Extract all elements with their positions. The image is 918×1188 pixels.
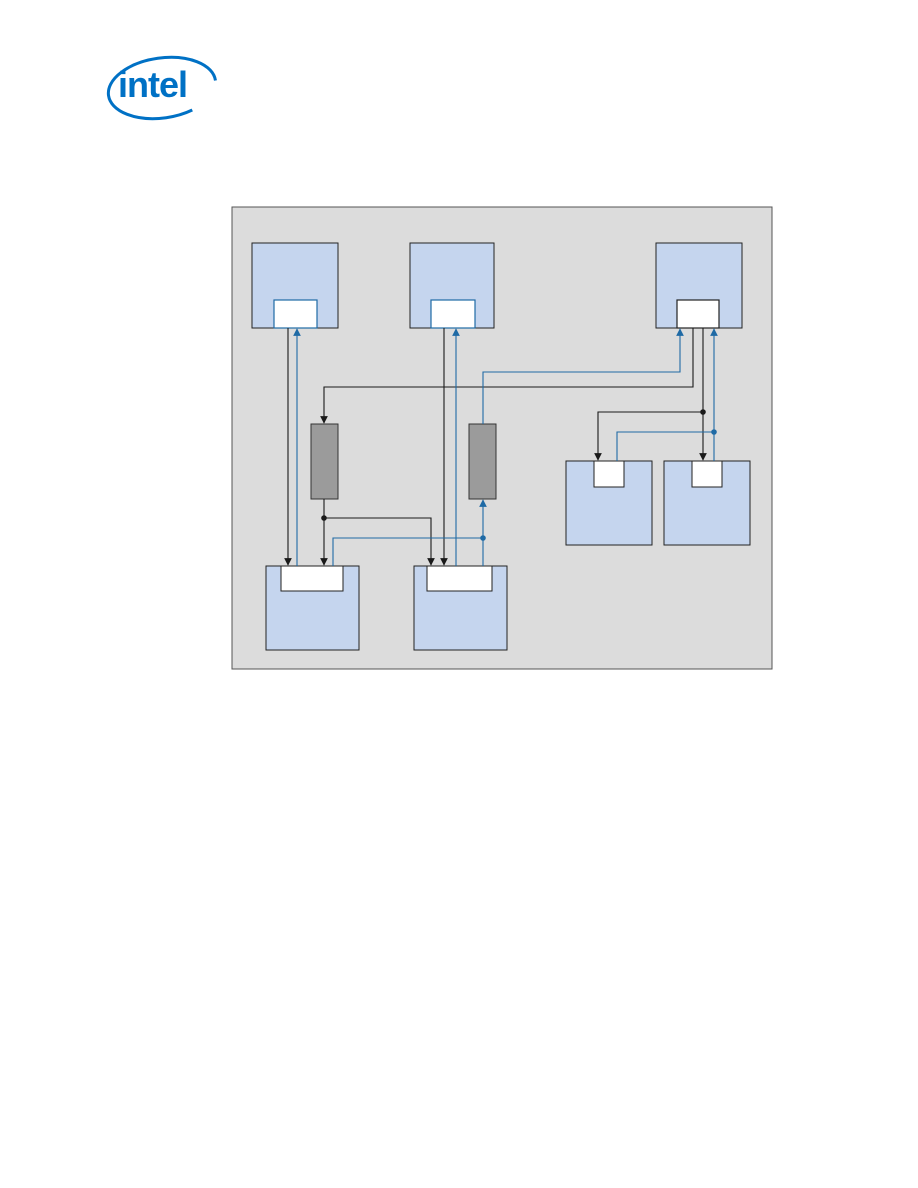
port-bottom-left	[280, 565, 344, 592]
block-top-right	[655, 242, 743, 329]
port-top-right	[676, 299, 720, 329]
block-bottom-left	[265, 565, 360, 651]
line-mra-to-tr	[616, 431, 714, 461]
bridge-right	[468, 423, 497, 500]
line-bridge-left-to-bm	[324, 517, 435, 566]
block-top-left	[251, 242, 339, 329]
block-mid-right-b	[663, 460, 751, 546]
junction-black-right	[700, 409, 706, 415]
intel-logo-swoosh-icon	[106, 55, 218, 121]
junction-blue-bottom	[480, 535, 486, 541]
port-mid-right-b	[691, 460, 723, 488]
bridge-left	[310, 423, 339, 500]
intel-logo: intel	[104, 54, 220, 122]
line-tr-to-mra	[594, 411, 703, 461]
logo-wordmark: intel	[118, 64, 188, 105]
block-bottom-middle	[413, 565, 508, 651]
line-bl-to-bridge-right	[332, 499, 487, 566]
block-mid-right-a	[565, 460, 653, 546]
port-top-middle	[430, 299, 476, 329]
port-mid-right-a	[593, 460, 625, 488]
junction-black-left	[321, 515, 327, 521]
port-bottom-middle	[426, 565, 493, 592]
line-bridge-right-to-tr	[482, 328, 684, 424]
junction-blue-right	[711, 429, 717, 435]
line-tr-to-bridge-left	[320, 328, 694, 424]
block-top-middle	[409, 242, 495, 329]
port-top-left	[273, 299, 318, 329]
